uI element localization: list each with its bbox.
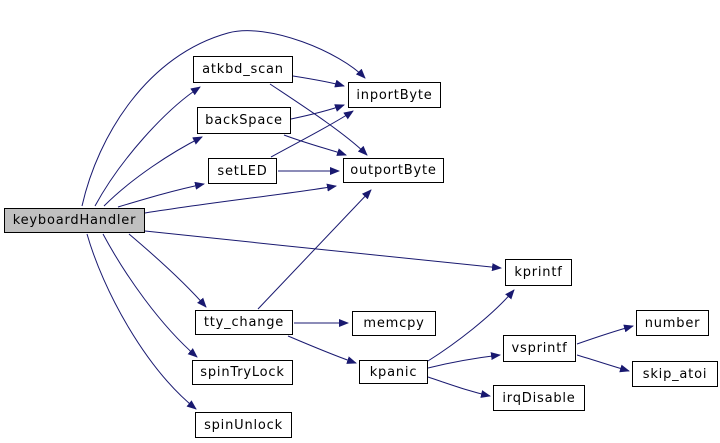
node-label: kpanic	[369, 364, 418, 380]
edge-keyboardHandler-to-spinUnlock	[86, 233, 197, 410]
edge-backSpace-to-outportByte	[283, 134, 347, 156]
edge-kpanic-to-kprintf	[427, 289, 515, 362]
node-spinUnlock[interactable]: spinUnlock	[195, 412, 292, 438]
node-label: memcpy	[363, 316, 425, 331]
node-backSpace[interactable]: backSpace	[197, 107, 291, 134]
edge-keyboardHandler-to-setLED	[117, 181, 205, 208]
edge-keyboardHandler-to-atkbd_scan	[94, 86, 201, 207]
node-label: outportByte	[350, 163, 437, 178]
node-keyboardHandler[interactable]: keyboardHandler	[4, 208, 145, 233]
node-skip_atoi[interactable]: skip_atoi	[632, 361, 718, 387]
edge-atkbd_scan-to-inportByte	[292, 75, 345, 88]
node-label: kprintf	[514, 265, 563, 280]
node-label: skip_atoi	[642, 366, 708, 382]
edge-keyboardHandler-to-kprintf	[144, 230, 502, 272]
node-kprintf[interactable]: kprintf	[505, 259, 572, 286]
node-label: vsprintf	[511, 341, 568, 356]
edge-kpanic-to-irqDisable	[427, 376, 491, 398]
node-setLED[interactable]: setLED	[208, 158, 277, 184]
edge-tty_change-to-kpanic	[287, 335, 357, 364]
node-label: irqDisable	[502, 390, 576, 406]
edge-vsprintf-to-skip_atoi	[576, 354, 630, 373]
node-label: tty_change	[203, 315, 285, 330]
node-tty_change[interactable]: tty_change	[195, 310, 293, 335]
node-label: spinTryLock	[200, 365, 285, 380]
node-label: backSpace	[205, 113, 283, 128]
node-vsprintf[interactable]: vsprintf	[503, 335, 576, 362]
edge-vsprintf-to-number	[576, 324, 634, 345]
node-inportByte[interactable]: inportByte	[348, 82, 441, 108]
edge-kpanic-to-vsprintf	[427, 352, 501, 369]
node-memcpy[interactable]: memcpy	[352, 311, 436, 336]
node-label: inportByte	[356, 87, 433, 103]
edge-keyboardHandler-to-backSpace	[103, 136, 203, 207]
node-number[interactable]: number	[636, 310, 709, 336]
node-label: keyboardHandler	[12, 213, 137, 228]
node-irqDisable[interactable]: irqDisable	[493, 385, 585, 411]
edge-setLED-to-inportByte	[270, 110, 354, 158]
edge-keyboardHandler-to-spinTryLock	[102, 233, 198, 358]
node-label: spinUnlock	[204, 417, 283, 433]
node-label: number	[644, 315, 701, 331]
edge-keyboardHandler-to-outportByte	[144, 183, 337, 214]
node-kpanic[interactable]: kpanic	[359, 360, 428, 384]
edge-keyboardHandler-to-inportByte	[81, 30, 366, 207]
edge-backSpace-to-inportByte	[290, 104, 345, 120]
edge-tty_change-to-outportByte	[257, 189, 372, 310]
edge-atkbd_scan-to-outportByte	[269, 83, 368, 156]
node-label: atkbd_scan	[202, 62, 284, 77]
node-label: setLED	[217, 163, 268, 179]
node-spinTryLock[interactable]: spinTryLock	[192, 360, 293, 385]
node-outportByte[interactable]: outportByte	[343, 158, 444, 183]
node-atkbd_scan[interactable]: atkbd_scan	[193, 56, 293, 83]
edge-keyboardHandler-to-tty_change	[128, 233, 207, 308]
